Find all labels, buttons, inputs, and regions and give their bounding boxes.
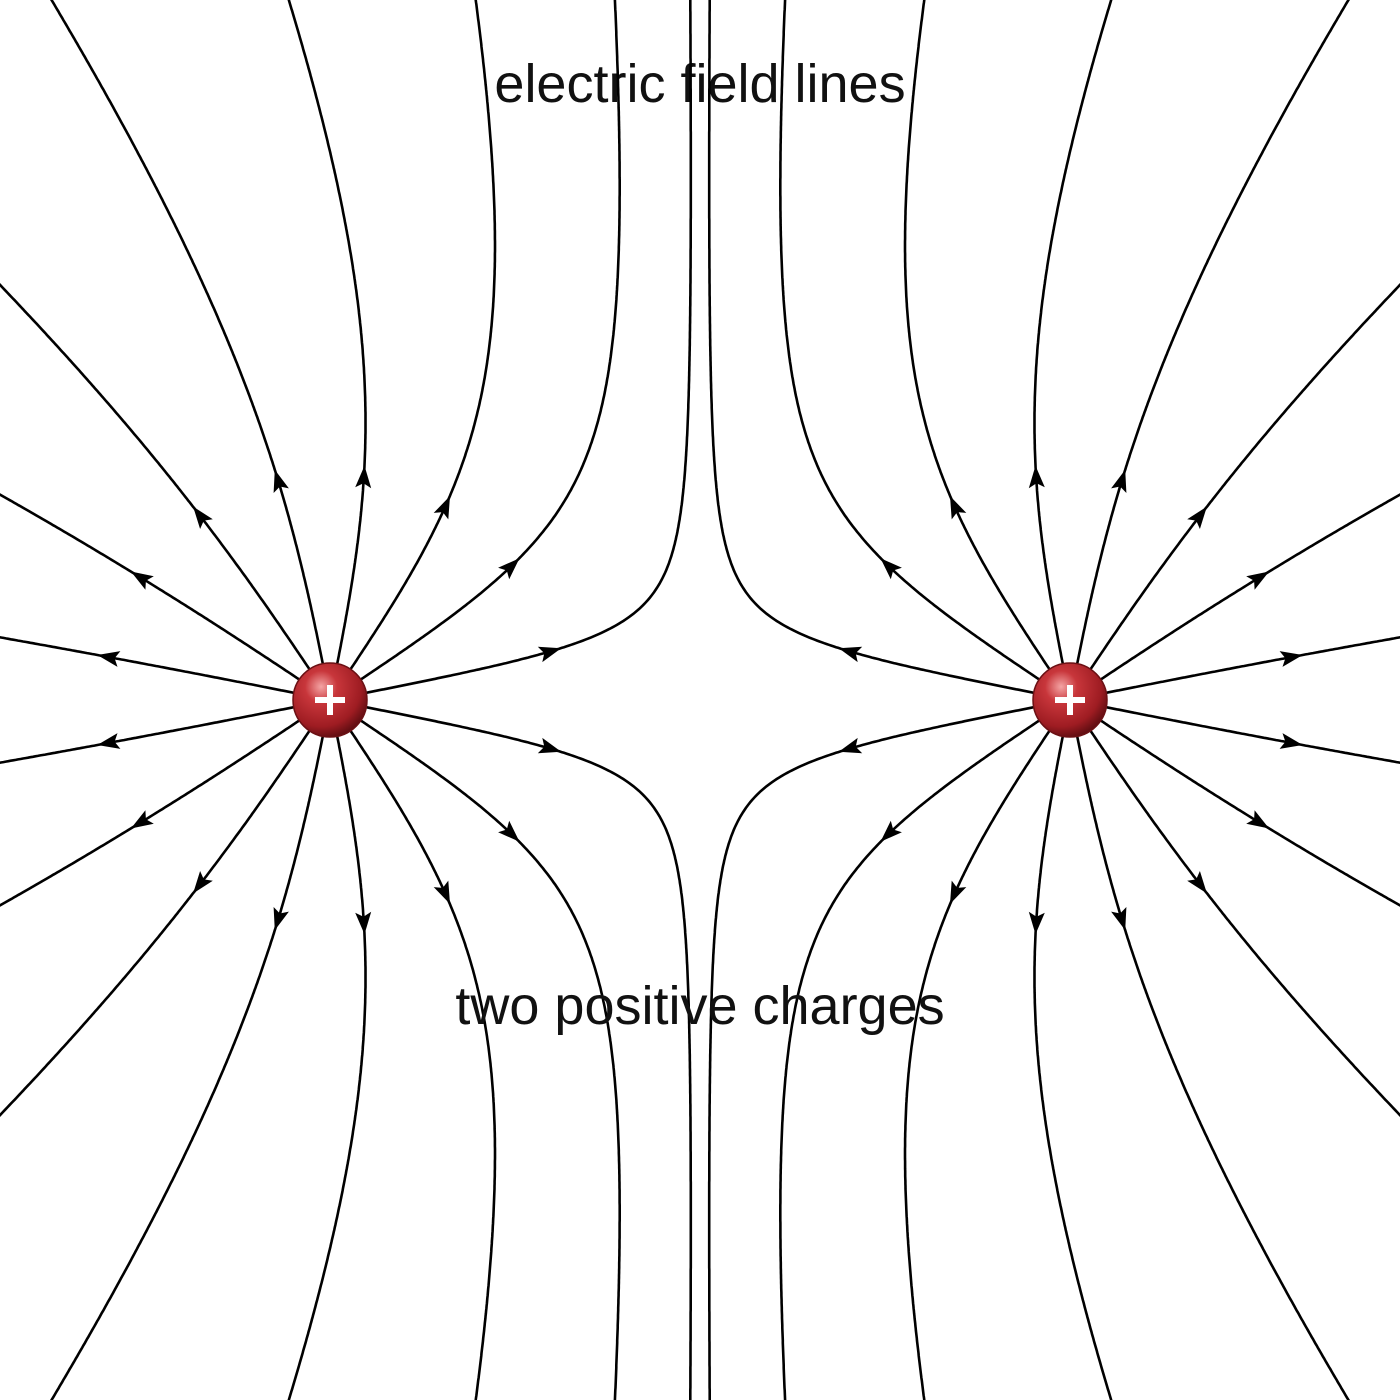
field-line <box>358 718 621 1400</box>
arrowhead-icon <box>537 646 562 663</box>
arrowhead-icon <box>950 496 967 520</box>
field-line <box>1104 636 1400 695</box>
field-line <box>903 728 1052 1400</box>
field-line <box>364 705 693 1400</box>
field-line <box>287 0 367 666</box>
arrowhead-icon <box>130 810 154 829</box>
field-line <box>0 705 296 764</box>
arrowhead-icon <box>498 820 520 842</box>
charges-group <box>292 662 1108 738</box>
field-line <box>707 705 1036 1400</box>
field-line <box>903 0 1052 672</box>
arrowhead-icon <box>273 907 289 931</box>
field-line <box>0 636 296 695</box>
field-line <box>779 0 1042 682</box>
arrowhead-icon <box>498 558 520 580</box>
positive-charge-icon <box>292 662 368 738</box>
arrowhead-icon <box>838 737 863 754</box>
field-line <box>1033 734 1113 1400</box>
arrowhead-icon <box>537 737 562 754</box>
field-line <box>348 728 497 1400</box>
field-line <box>50 0 325 666</box>
arrowhead-icon <box>130 571 154 590</box>
arrowhead-icon <box>1187 871 1207 894</box>
arrowhead-icon <box>1028 465 1045 489</box>
arrowhead-icon <box>838 646 863 663</box>
field-line <box>1075 734 1350 1400</box>
arrowhead-icon <box>880 558 902 580</box>
field-line <box>0 728 312 1118</box>
arrowhead-icon <box>433 496 450 520</box>
field-line <box>1075 0 1350 666</box>
field-line <box>348 0 497 672</box>
arrowhead-icon <box>1246 571 1270 590</box>
arrowhead-icon <box>1111 907 1127 931</box>
arrowhead-icon <box>1187 506 1207 529</box>
positive-charge-icon <box>1032 662 1108 738</box>
arrowhead-icon <box>193 871 213 894</box>
field-line <box>1033 0 1113 666</box>
field-line <box>50 734 325 1400</box>
field-line <box>287 734 367 1400</box>
arrowhead-icon <box>950 880 967 904</box>
field-line <box>364 0 693 695</box>
field-line <box>1088 728 1400 1118</box>
field-line <box>1088 282 1400 672</box>
arrowhead-icon <box>1246 810 1270 829</box>
arrowhead-icon <box>355 911 372 935</box>
arrowhead-icon <box>193 506 213 529</box>
field-line <box>707 0 1036 695</box>
field-line <box>0 282 312 672</box>
field-line <box>358 0 621 682</box>
arrows-group <box>97 465 1303 935</box>
arrowhead-icon <box>880 820 902 842</box>
field-line <box>1104 705 1400 764</box>
arrowhead-icon <box>433 880 450 904</box>
arrowhead-icon <box>97 651 121 667</box>
arrowhead-icon <box>355 465 372 489</box>
arrowhead-icon <box>1279 651 1303 667</box>
diagram-title: electric field lines <box>494 54 906 114</box>
arrowhead-icon <box>273 469 289 493</box>
arrowhead-icon <box>1111 469 1127 493</box>
field-line <box>779 718 1042 1400</box>
arrowhead-icon <box>1279 733 1303 749</box>
arrowhead-icon <box>1028 911 1045 935</box>
diagram-subtitle: two positive charges <box>455 976 945 1036</box>
arrowhead-icon <box>97 733 121 749</box>
